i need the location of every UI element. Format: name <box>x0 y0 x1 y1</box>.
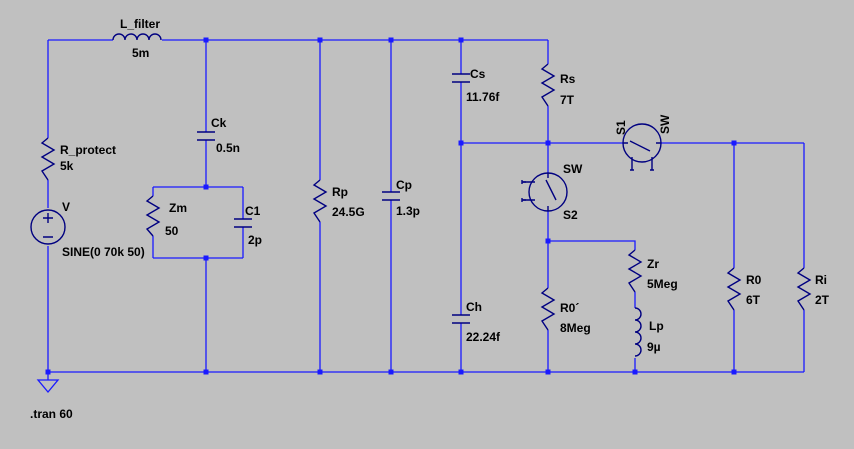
label-c1-name: C1 <box>245 204 261 218</box>
resistor-r-protect[interactable]: R_protect 5k <box>40 137 116 181</box>
label-cp-name: Cp <box>396 178 412 192</box>
label-zr-name: Zr <box>647 257 659 271</box>
label-r0-name: R0 <box>746 273 762 287</box>
label-r-protect-name: R_protect <box>60 143 116 157</box>
voltage-source-v[interactable]: V SINE(0 70k 50) <box>30 200 145 259</box>
resistor-ri[interactable]: Ri 2T <box>796 267 830 311</box>
label-rp-value: 24.5G <box>332 205 365 219</box>
label-r0-prime-name: R0´ <box>560 301 579 315</box>
junction-rs-mid <box>545 140 551 146</box>
label-c1-value: 2p <box>248 233 262 247</box>
label-v-name: V <box>62 200 70 214</box>
inductor-lp[interactable]: Lp 9µ <box>634 307 664 357</box>
resistor-rp[interactable]: Rp 24.5G <box>312 179 365 223</box>
junction-top-cp <box>388 37 394 43</box>
label-zr-value: 5Meg <box>647 277 678 291</box>
junction-cs-ch <box>458 140 464 146</box>
resistor-r0[interactable]: R0 6T <box>726 267 762 311</box>
junction-top-ck <box>203 37 209 43</box>
capacitor-cs[interactable]: Cs 11.76f <box>452 67 500 104</box>
resistor-rs[interactable]: Rs 7T <box>540 63 576 107</box>
capacitor-ch[interactable]: Ch 22.24f <box>452 300 501 344</box>
junction-bottom-r0p <box>545 369 551 375</box>
junction-bottom-cp <box>388 369 394 375</box>
label-ri-name: Ri <box>815 273 827 287</box>
label-lp-name: Lp <box>649 319 664 333</box>
junction-r0-top <box>731 140 737 146</box>
label-r0-prime-value: 8Meg <box>560 321 591 335</box>
label-cs-name: Cs <box>470 67 486 81</box>
junction-bottom-left <box>45 369 51 375</box>
junction-bottom-rp <box>317 369 323 375</box>
label-zm-name: Zm <box>169 201 187 215</box>
label-ri-value: 2T <box>815 293 830 307</box>
label-rs-value: 7T <box>560 93 575 107</box>
junction-top-cs <box>458 37 464 43</box>
label-cs-value: 11.76f <box>466 90 500 104</box>
directive-tran[interactable]: .tran 60 <box>30 407 73 421</box>
resistor-zr[interactable]: Zr 5Meg <box>627 249 678 293</box>
switch-s2[interactable]: SW S2 <box>521 162 583 222</box>
label-rp-name: Rp <box>332 185 348 199</box>
resistor-zm[interactable]: Zm 50 <box>145 195 187 238</box>
junction-bottom-ch <box>458 369 464 375</box>
label-s1-name: S1 <box>614 120 628 135</box>
junction-bottom-lp <box>632 369 638 375</box>
label-cp-value: 1.3p <box>396 204 420 218</box>
label-s1-model: SW <box>658 114 672 134</box>
label-l-filter-name: L_filter <box>120 17 160 31</box>
label-lp-value: 9µ <box>647 340 661 354</box>
label-v-value: SINE(0 70k 50) <box>62 245 145 259</box>
inductor-l-filter[interactable]: L_filter 5m <box>112 17 162 60</box>
junction-tank-bottom <box>203 255 209 261</box>
label-r0-value: 6T <box>746 293 761 307</box>
label-ck-value: 0.5n <box>216 141 240 155</box>
label-ck-name: Ck <box>211 116 227 130</box>
label-l-filter-value: 5m <box>132 46 149 60</box>
label-ch-value: 22.24f <box>466 330 501 344</box>
junctions <box>45 37 737 375</box>
junction-top-rp <box>317 37 323 43</box>
capacitor-ck[interactable]: Ck 0.5n <box>197 116 240 155</box>
label-ch-name: Ch <box>466 300 482 314</box>
resistor-r0-prime[interactable]: R0´ 8Meg <box>540 287 591 335</box>
label-zm-value: 50 <box>165 224 179 238</box>
ground-icon[interactable] <box>36 379 60 394</box>
label-s2-model: SW <box>563 162 583 176</box>
wires <box>47 39 805 380</box>
capacitor-c1[interactable]: C1 2p <box>234 204 262 247</box>
label-rs-name: Rs <box>560 72 576 86</box>
wire-zr-horizontal[interactable] <box>548 240 636 250</box>
switch-s1[interactable]: S1 SW <box>614 114 672 171</box>
junction-bottom-tank <box>203 369 209 375</box>
junction-tank-top <box>203 184 209 190</box>
label-r-protect-value: 5k <box>60 159 74 173</box>
capacitor-cp[interactable]: Cp 1.3p <box>382 178 420 218</box>
junction-zr <box>545 238 551 244</box>
junction-bottom-r0 <box>731 369 737 375</box>
label-s2-name: S2 <box>563 208 578 222</box>
